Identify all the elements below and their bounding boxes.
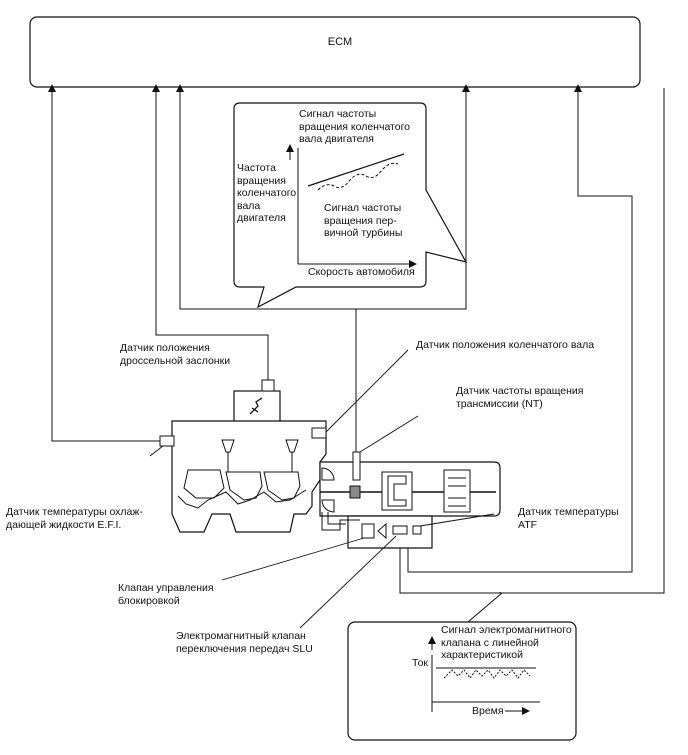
slu-control-line	[396, 536, 500, 594]
engine-block	[171, 420, 327, 533]
throttle-sensor-label: Датчик положения дроссельной заслонки	[120, 342, 231, 367]
vehicle-speed-axis-label: Скорость автомобиля	[308, 266, 415, 278]
slu-valve-label: Электромагнитный клапан переключения пер…	[176, 630, 313, 655]
nt-sensor	[352, 451, 361, 481]
crankshaft	[177, 489, 307, 509]
valve-2	[285, 439, 299, 453]
valve-1	[221, 439, 235, 453]
slu-current-wave	[443, 669, 531, 679]
throttle-valve-icon	[249, 397, 263, 415]
nt-sensor-pointer	[359, 415, 419, 453]
gearset-1	[381, 471, 413, 511]
engine-signal-callout	[233, 102, 468, 309]
engine-speed-axis-label: Частота вращения коленчатого вала двигат…	[237, 162, 297, 224]
gearset-2	[443, 469, 471, 513]
crank-position-sensor	[311, 427, 327, 439]
throttle-sensor-unit	[261, 379, 275, 392]
crank-sensor-label: Датчик положения коленчатого вала	[416, 339, 595, 351]
atf-signal-line	[407, 84, 633, 573]
torque-converter	[321, 467, 335, 513]
crank-signal-line-b	[356, 84, 470, 310]
time-axis-label: Время	[472, 705, 504, 717]
slu-signal-title: Сигнал электромагнитного клапана с линей…	[441, 624, 572, 661]
throttle-signal-line	[152, 84, 269, 382]
atf-sensor	[412, 525, 422, 535]
engine-speed-line	[307, 153, 405, 187]
nt-rotor	[349, 485, 361, 499]
slu-callout-pointer	[467, 592, 503, 623]
lockup-valve-label: Клапан управления блокировкой	[118, 582, 214, 607]
ecm-label: ECM	[327, 36, 353, 48]
cylinder-1	[183, 469, 225, 499]
cylinder-2	[225, 471, 263, 501]
coolant-sensor-label: Датчик температуры охлаж- дающей жидкост…	[6, 506, 143, 531]
atf-sensor-label: Датчик температуры ATF	[518, 506, 619, 531]
current-axis-label: Ток	[412, 657, 429, 669]
engine-signal-label: Сигнал частоты вращения коленчатого вала…	[299, 108, 411, 145]
slu-solenoid	[392, 525, 408, 535]
solenoid-arrow-icon	[377, 522, 387, 540]
turbine-signal-label: Сигнал частоты вращения пер- вичной турб…	[324, 202, 403, 239]
crank-sensor-pointer	[325, 349, 409, 433]
coolant-pointer	[149, 445, 164, 457]
turbine-speed-line	[317, 162, 399, 191]
coolant-sensor	[159, 435, 175, 447]
lockup-pointer	[221, 537, 365, 581]
nt-sensor-label: Датчик частоты вращения трансмиссии (NT)	[456, 385, 584, 410]
lockup-valve-icon	[361, 523, 375, 539]
atf-sensor-pointer	[419, 513, 495, 527]
slu-pointer	[299, 535, 397, 629]
coolant-signal-line	[48, 84, 165, 442]
crank-signal-line-a	[176, 84, 357, 455]
ecm-box	[29, 16, 641, 88]
